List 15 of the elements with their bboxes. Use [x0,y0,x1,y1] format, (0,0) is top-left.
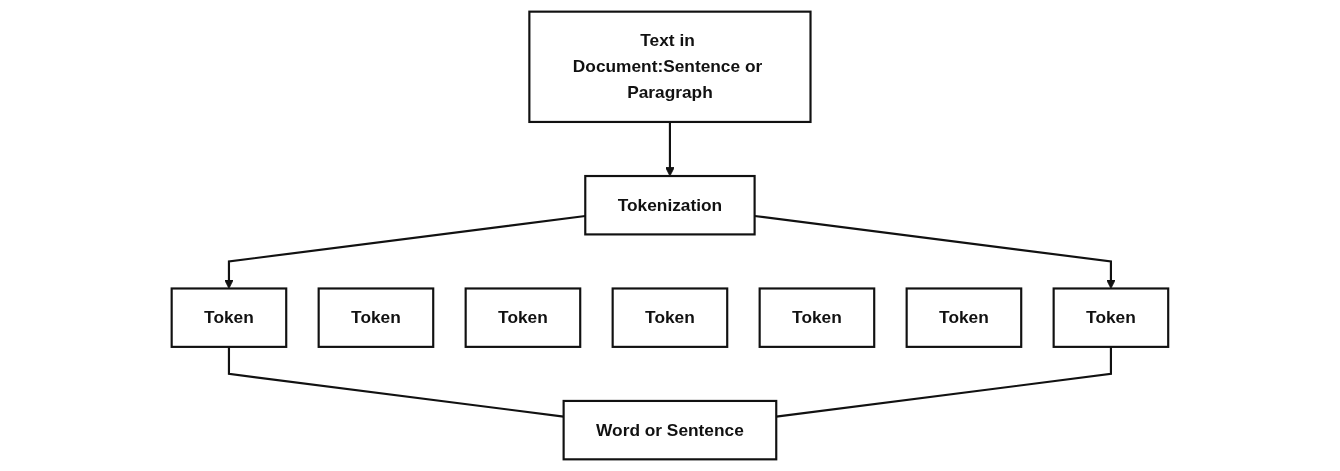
arrow [224,214,586,289]
connector [227,346,564,418]
node-box: Tokenization [584,174,756,236]
node-box: Token [758,287,876,348]
node-box: Token [317,287,435,348]
node-box: Token [1052,287,1170,348]
connector [776,346,1113,418]
arrow [754,214,1116,289]
node-box: Text in Document:Sentence or Paragraph [528,10,812,124]
node-box: Word or Sentence [562,399,778,461]
arrow [665,121,675,177]
node-box: Token [905,287,1023,348]
node-box: Token [611,287,729,348]
node-box: Token [464,287,582,348]
node-box: Token [170,287,288,348]
